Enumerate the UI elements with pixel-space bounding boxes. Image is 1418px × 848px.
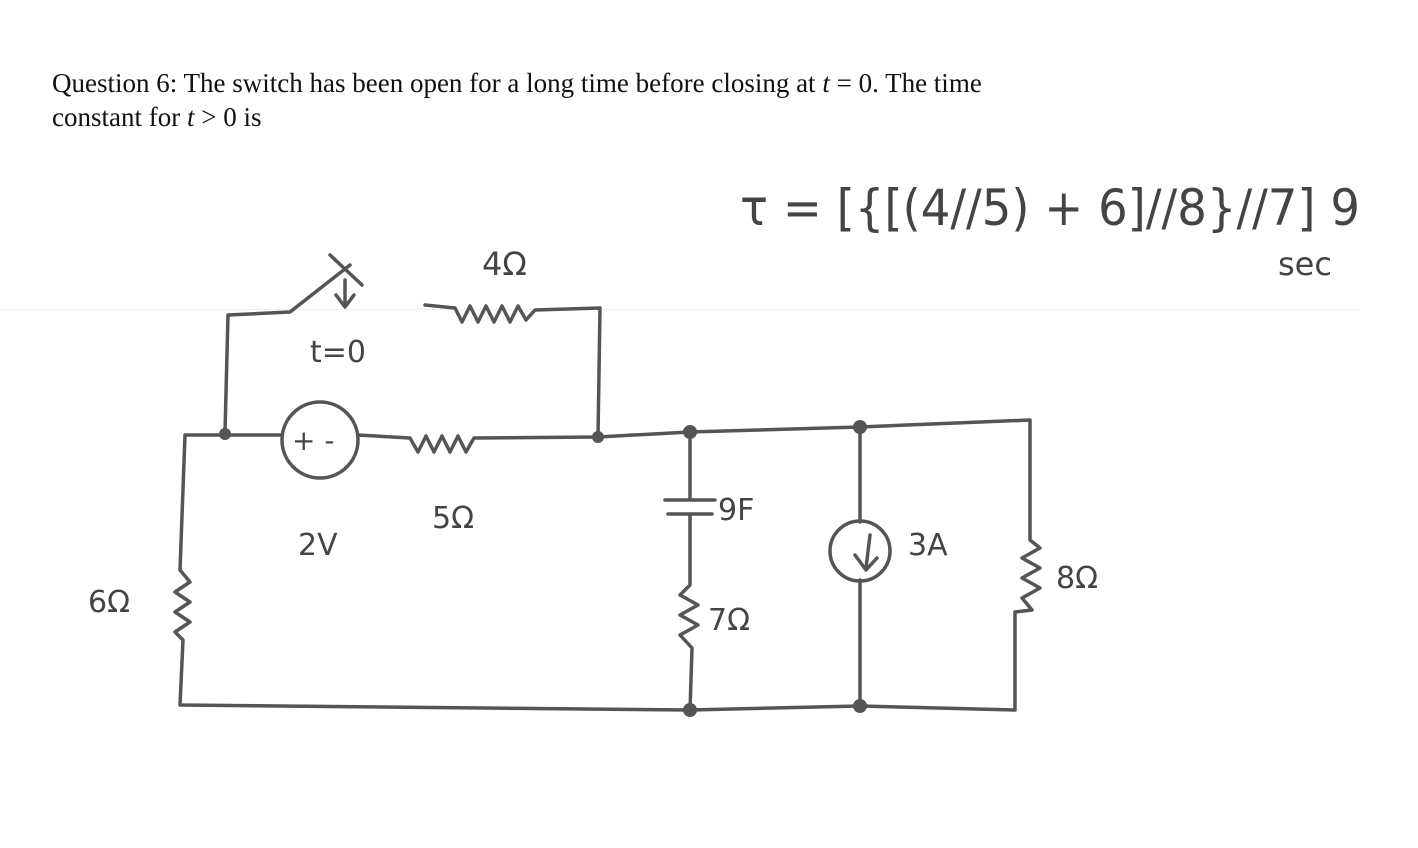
- scan-artifact-line: [0, 309, 1360, 310]
- resistor-4ohm: [423, 303, 602, 439]
- r-right-label: 8Ω: [1056, 561, 1098, 596]
- current-source-label: 3A: [908, 528, 948, 563]
- current-source: [828, 519, 892, 583]
- time-constant-formula: τ = [{[(4//5) + 6]//8}//7] 9: [740, 179, 1360, 237]
- capacitor-label: 9F: [718, 493, 754, 528]
- r-series-label: 5Ω: [432, 501, 474, 536]
- capacitor-9F: [663, 430, 717, 712]
- question-text: Question 6: The switch has been open for…: [52, 68, 982, 132]
- source-polarity: + -: [292, 424, 334, 457]
- switch-label: t=0: [310, 335, 366, 370]
- arrow-down-icon: [853, 533, 879, 572]
- r-top-label: 4Ω: [482, 245, 527, 283]
- main-wire: [173, 418, 1042, 712]
- question-label: Question 6:: [52, 68, 178, 98]
- r-cap-label: 7Ω: [708, 603, 750, 638]
- source-value: 2V: [298, 528, 338, 563]
- voltage-source: [280, 400, 360, 480]
- circuit-nodes: [219, 420, 867, 717]
- switch-branch-wire: [223, 253, 364, 434]
- units-label: sec: [1278, 245, 1332, 283]
- r-left-label: 6Ω: [88, 585, 130, 620]
